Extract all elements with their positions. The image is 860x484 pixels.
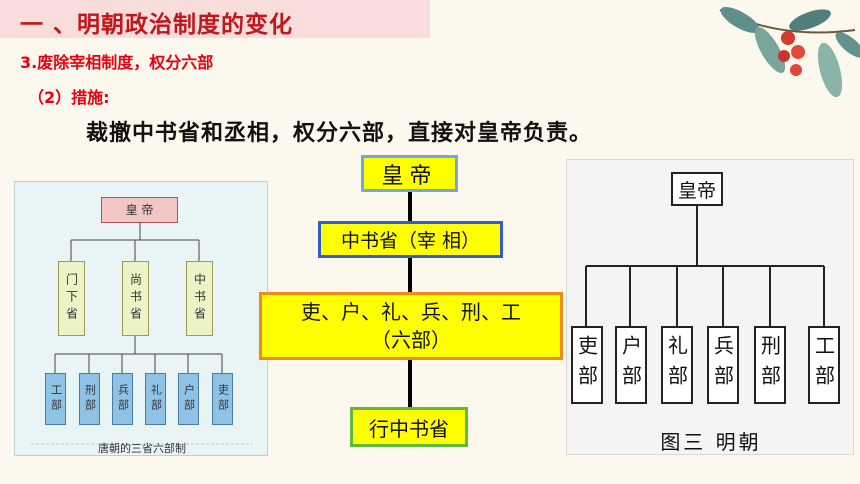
tang-emperor-box: 皇 帝	[101, 197, 178, 223]
center-emperor-box: 皇帝	[361, 155, 458, 192]
tang-diagram-caption: 唐朝的三省六部制	[98, 442, 186, 455]
center-zhongshu-box: 中书省（宰 相）	[318, 221, 503, 258]
tang-system-diagram: 皇 帝 门下省 尚书省 中书省 工部 刑部 兵部 礼部 户部 吏部 唐朝的三省六…	[14, 181, 268, 456]
page-title: 一 、明朝政治制度的变化	[20, 12, 294, 38]
center-xingzhongshu-box: 行中书省	[350, 407, 468, 447]
tang-ministry-li: 礼部	[145, 373, 166, 425]
tang-province-menxia: 门下省	[58, 261, 85, 336]
section-subtitle: 3.废除宰相制度，权分六部	[20, 53, 214, 72]
ming-ministry-bing: 兵部	[707, 326, 739, 404]
measure-label: （2）措施:	[28, 88, 110, 107]
tang-ministry-bing: 兵部	[112, 373, 133, 425]
tang-ministry-gong: 工部	[45, 373, 66, 425]
tang-province-shangshu: 尚书省	[122, 261, 149, 336]
ming-ministry-hu: 户部	[615, 326, 647, 404]
center-six-ministries-box: 吏、户、礼、兵、刑、工 （六部）	[259, 292, 563, 360]
tang-ministry-li-personnel: 吏部	[212, 373, 233, 425]
tang-connector-lines	[31, 223, 253, 445]
tang-province-zhongshu: 中书省	[186, 261, 213, 336]
ming-ministry-xing: 刑部	[754, 326, 786, 404]
red-berries-decoration-icon	[778, 31, 805, 76]
measure-statement: 裁撤中书省和丞相，权分六部，直接对皇帝负责。	[86, 121, 593, 146]
ming-ministry-gong: 工部	[808, 326, 840, 404]
ming-ministry-li-personnel: 吏部	[571, 326, 603, 404]
six-ministries-list: 吏、户、礼、兵、刑、工	[301, 300, 521, 324]
tang-ministry-hu: 户部	[178, 373, 199, 425]
ming-diagram-caption: 图三 明朝	[660, 430, 762, 454]
ming-emperor-box: 皇帝	[671, 172, 723, 206]
tang-ministry-xing: 刑部	[79, 373, 100, 425]
ming-connector-lines	[585, 204, 825, 326]
ming-ministry-li-rites: 礼部	[661, 326, 693, 404]
six-ministries-label: （六部）	[371, 328, 451, 352]
ming-system-diagram: 皇帝 吏部 户部 礼部 兵部 刑部 工部 图三 明朝	[566, 159, 854, 455]
title-bar	[0, 0, 430, 38]
leaf-branch-decoration-icon	[719, 7, 860, 98]
